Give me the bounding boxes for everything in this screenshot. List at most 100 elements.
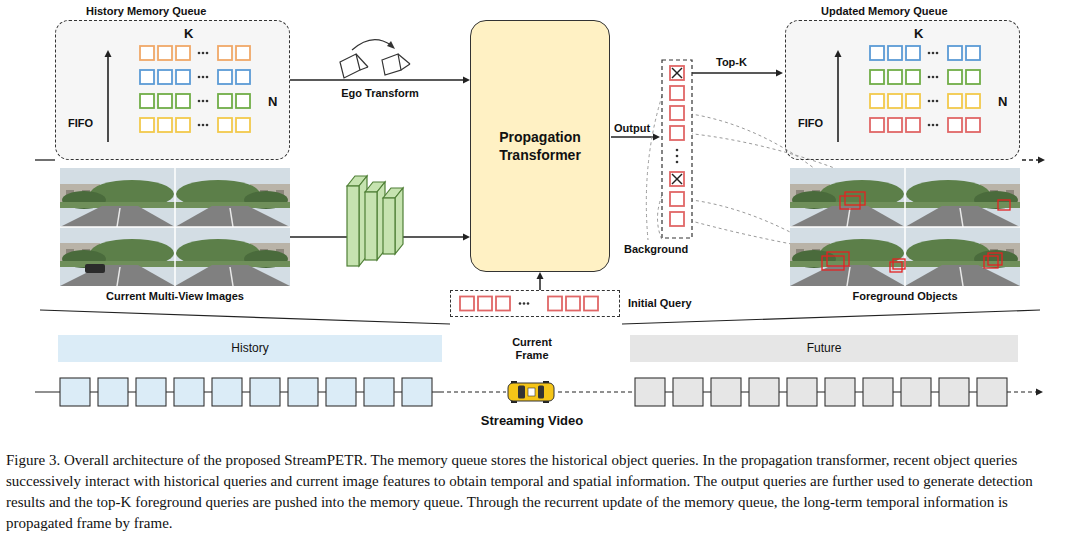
video-timeline <box>250 378 280 406</box>
video-timeline <box>440 391 506 392</box>
queue-fill <box>785 20 1020 160</box>
output-arrow <box>611 70 783 141</box>
video-timeline <box>635 378 665 406</box>
updated-queue-grid <box>870 94 980 108</box>
output-query-column <box>670 66 684 80</box>
history-queue-grid <box>140 94 250 108</box>
fifo-label: FIFO <box>68 117 93 130</box>
foreground-images <box>790 168 905 227</box>
memory-queue: Updated Memory QueueKFIFON <box>785 20 1020 160</box>
foreground-images <box>790 226 1020 228</box>
frame-projection-lines <box>40 310 1040 324</box>
edge-label: Ego Transform <box>341 87 419 100</box>
arrow-head <box>463 77 470 84</box>
ego-transform-icon <box>387 41 395 49</box>
video-timeline <box>711 378 741 406</box>
video-timeline <box>787 378 817 406</box>
output-query-column <box>672 68 682 78</box>
multi-view-images <box>60 227 175 286</box>
video-timeline <box>402 378 432 406</box>
updated-queue-grid <box>870 46 980 60</box>
foreground-images <box>905 227 1020 286</box>
video-timeline <box>558 391 635 392</box>
ego-car <box>528 388 535 396</box>
frame-projection-lines <box>622 310 1040 324</box>
ego-transform-icon <box>382 54 401 75</box>
history-queue-grid <box>140 46 250 132</box>
video-timeline <box>326 378 356 406</box>
memory-queue: History Memory QueueKFIFON <box>55 20 290 160</box>
multi-view-images <box>60 168 175 227</box>
figure-caption: Figure 3. Overall architecture of the pr… <box>6 450 1074 534</box>
history-queue-grid <box>140 118 250 132</box>
initial-query-squares <box>584 297 598 311</box>
foreground-images <box>845 192 865 205</box>
foreground-images <box>840 196 860 209</box>
output-query-column <box>670 86 684 100</box>
foreground-images <box>822 192 1010 272</box>
updated-queue-grid <box>870 46 980 132</box>
image-panel: Current Multi-View Images <box>60 168 290 286</box>
output-query-column <box>662 60 692 238</box>
initial-query-squares <box>460 297 598 311</box>
block-title: Propagation Transformer <box>478 128 602 164</box>
output-query-column <box>676 149 679 152</box>
video-timeline <box>863 378 893 406</box>
initial-query-squares <box>527 302 530 305</box>
output-query-column <box>676 161 679 164</box>
video-timeline <box>136 378 166 406</box>
history-queue-grid <box>140 46 250 60</box>
video-timeline <box>98 378 128 406</box>
initial-query-squares <box>519 302 522 305</box>
initial-query-squares <box>523 302 526 305</box>
backbone-network <box>347 186 359 266</box>
video-timeline <box>939 378 969 406</box>
foreground-images <box>790 227 905 286</box>
history-queue-grid <box>140 70 250 84</box>
connector <box>537 272 544 290</box>
dimension-label: K <box>914 26 923 42</box>
output-query-column <box>670 192 684 206</box>
multi-view-images <box>60 226 290 228</box>
output-query-column <box>676 155 679 158</box>
output-query-column <box>670 126 684 140</box>
image-panel: Foreground Objects <box>790 168 1020 286</box>
ego-transform-icon <box>401 64 410 70</box>
initial-query-squares <box>478 297 492 311</box>
initial-query-squares <box>566 297 580 311</box>
query-strip: Initial Query <box>450 290 620 317</box>
video-timeline <box>901 378 931 406</box>
backbone-network <box>395 188 403 254</box>
band-label: History <box>231 341 268 356</box>
output-query-column <box>672 68 682 184</box>
ego-transform-icon <box>352 40 391 50</box>
frame-projection-lines <box>40 310 450 324</box>
foreground-images <box>988 253 1002 265</box>
arrow-label: Top-K <box>716 56 747 69</box>
foreground-images <box>984 256 998 268</box>
fifo-label: FIFO <box>798 117 823 130</box>
queue-fill <box>55 20 290 160</box>
video-timeline <box>288 378 318 406</box>
ego-transform-icon <box>356 54 368 67</box>
video-timeline <box>825 378 855 406</box>
video-timeline <box>364 378 394 406</box>
video-timeline <box>749 378 779 406</box>
arrow-head <box>537 272 544 279</box>
video-timeline <box>1036 389 1043 396</box>
image-caption: Current Multi-View Images <box>60 290 290 303</box>
initial-query-squares <box>548 297 562 311</box>
arrow-head <box>463 234 470 241</box>
ego-transform-icon <box>340 40 410 78</box>
band-label: Future <box>807 341 842 356</box>
video-timeline <box>673 378 703 406</box>
dimension-label: N <box>268 94 277 110</box>
stream-line <box>35 159 55 160</box>
output-query-column <box>676 149 679 164</box>
backbone-network <box>347 176 403 266</box>
connector-line <box>539 278 541 290</box>
output-query-column <box>672 174 682 184</box>
output-query-column <box>672 174 682 184</box>
video-timeline <box>635 378 1007 406</box>
arrow-label: Output <box>614 122 650 135</box>
